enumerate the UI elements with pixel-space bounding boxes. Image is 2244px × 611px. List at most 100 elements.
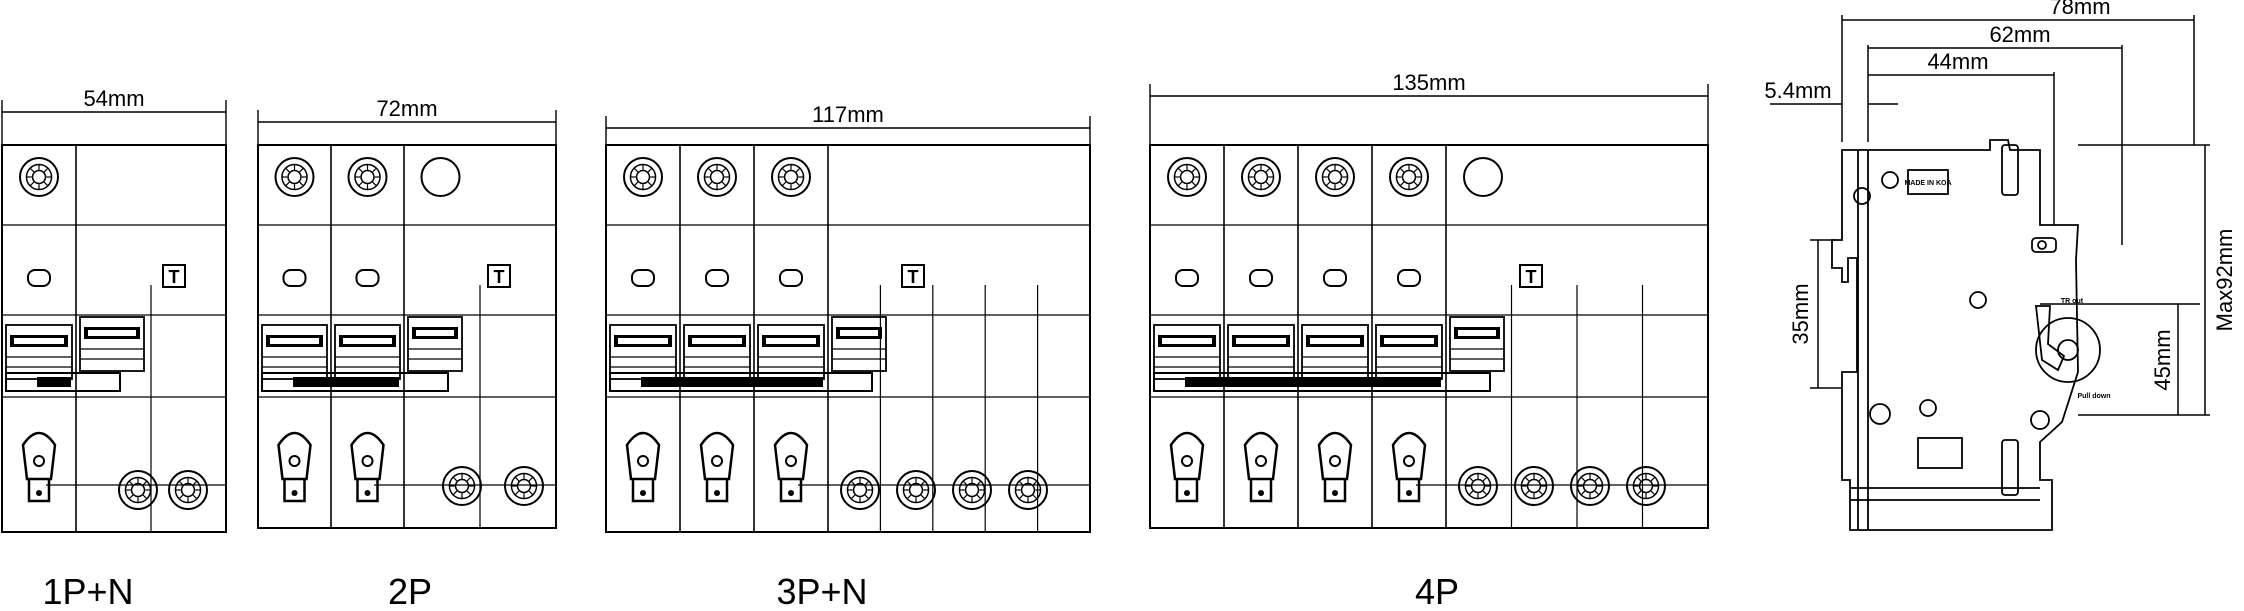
breaker-cartridge [261, 324, 328, 380]
rail-bar [1153, 372, 1491, 392]
pa-badge [1869, 403, 1891, 425]
terminal-screw [1167, 157, 1207, 197]
test-button [487, 264, 511, 288]
toggle-handle [1169, 431, 1205, 481]
module-caption: 3P+N [776, 571, 867, 611]
upper-tab [2001, 144, 2019, 196]
test-button-label: T [169, 267, 180, 287]
breaker-cartridge [5, 324, 73, 380]
dim-5-4: 5.4mm [1764, 78, 1831, 103]
screw-e [2030, 410, 2050, 430]
terminal-screw [442, 466, 482, 506]
trip-lever [2034, 305, 2066, 372]
terminal-screw [771, 157, 811, 197]
toggle-handle [1317, 431, 1353, 481]
side-dimensions: 78mm 62mm 44mm 5.4mm 35mm 45mm Max92mm [1764, 0, 2237, 416]
screw-b [1969, 291, 1987, 309]
breaker-cartridge [407, 316, 463, 372]
screw-d [1919, 399, 1937, 417]
test-button-label: T [908, 267, 919, 287]
rail-bar [609, 372, 873, 392]
indicator-window [355, 269, 380, 287]
module-frame [605, 144, 1091, 533]
test-button-label: T [494, 267, 505, 287]
dim-35: 35mm [1788, 283, 1813, 344]
neutral-terminal [420, 157, 461, 197]
side-ext-lines [1810, 15, 2210, 416]
terminal-screw [896, 470, 936, 510]
indicator-window [779, 269, 803, 287]
terminal-screw [1626, 466, 1666, 506]
lower-tab [2001, 439, 2019, 496]
breaker-cartridge [1153, 324, 1221, 380]
indicator-window [282, 269, 307, 287]
toggle-handle [773, 431, 809, 481]
side-dim-lines [1770, 19, 2206, 415]
indicator-window [1397, 269, 1421, 287]
terminal-screw [1458, 466, 1498, 506]
breaker-cartridge [1301, 324, 1369, 380]
breaker-cartridge [831, 316, 887, 372]
dim-44: 44mm [1927, 49, 1988, 74]
terminal-screw [274, 157, 315, 197]
terminal-screw [19, 157, 59, 197]
terminal-screw [1514, 466, 1554, 506]
terminal-screw [952, 470, 992, 510]
toggle-handle [277, 431, 312, 481]
module-frame [257, 144, 557, 529]
terminal-screw [1389, 157, 1429, 197]
width-dimension: 135mm [1392, 70, 1465, 95]
module-caption: 2P [388, 571, 432, 611]
breaker-cartridge [1449, 316, 1505, 372]
breaker-cartridge [757, 324, 825, 380]
screw-a [1881, 171, 1899, 189]
terminal-screw [1570, 466, 1610, 506]
trip-wheel [2035, 317, 2101, 383]
indicator-window [1175, 269, 1199, 287]
breaker-cartridge [1375, 324, 1443, 380]
width-dimension: 117mm [812, 102, 884, 127]
module-frame [1149, 144, 1709, 529]
terminal-screw [347, 157, 388, 197]
module-frame [1, 144, 227, 533]
toggle-handle [350, 431, 385, 481]
trip-slot [2031, 237, 2057, 253]
terminal-screw [840, 470, 880, 510]
dim-62: 62mm [1989, 22, 2050, 47]
toggle-handle [1391, 431, 1427, 481]
terminal-screw [697, 157, 737, 197]
terminal-screw [168, 470, 208, 510]
made-in-label: MADE IN KOA [1904, 180, 1951, 187]
trip-knob [2037, 240, 2047, 250]
terminal-screw [1241, 157, 1281, 197]
width-dimension: 72mm [376, 96, 437, 121]
terminal-screw [504, 466, 544, 506]
toggle-handle [1243, 431, 1279, 481]
made-in-plate [1907, 169, 1949, 195]
toggle-handle [625, 431, 661, 481]
trip-label: TR out [2061, 298, 2084, 305]
module-caption: 4P [1415, 571, 1459, 611]
dim-78: 78mm [2049, 0, 2110, 19]
indicator-window [27, 269, 51, 287]
breaker-cartridge [683, 324, 751, 380]
side-view-body [1831, 139, 2079, 531]
dim-max-92: Max92mm [2212, 229, 2237, 332]
bottom-window [1917, 437, 1963, 469]
dim-45: 45mm [2150, 329, 2175, 390]
toggle-handle [21, 431, 57, 481]
side-view-edge [1850, 150, 2040, 530]
rail-bar [261, 372, 449, 392]
terminal-screw [1008, 470, 1048, 510]
pull-label: Pull down [2077, 393, 2110, 400]
rail-bar [5, 372, 121, 392]
side-view: MADE IN KOA TR out Pull down [1831, 139, 2111, 531]
indicator-window [1249, 269, 1273, 287]
terminal-screw [623, 157, 663, 197]
screw-c [1853, 187, 1871, 205]
toggle-handle [699, 431, 735, 481]
